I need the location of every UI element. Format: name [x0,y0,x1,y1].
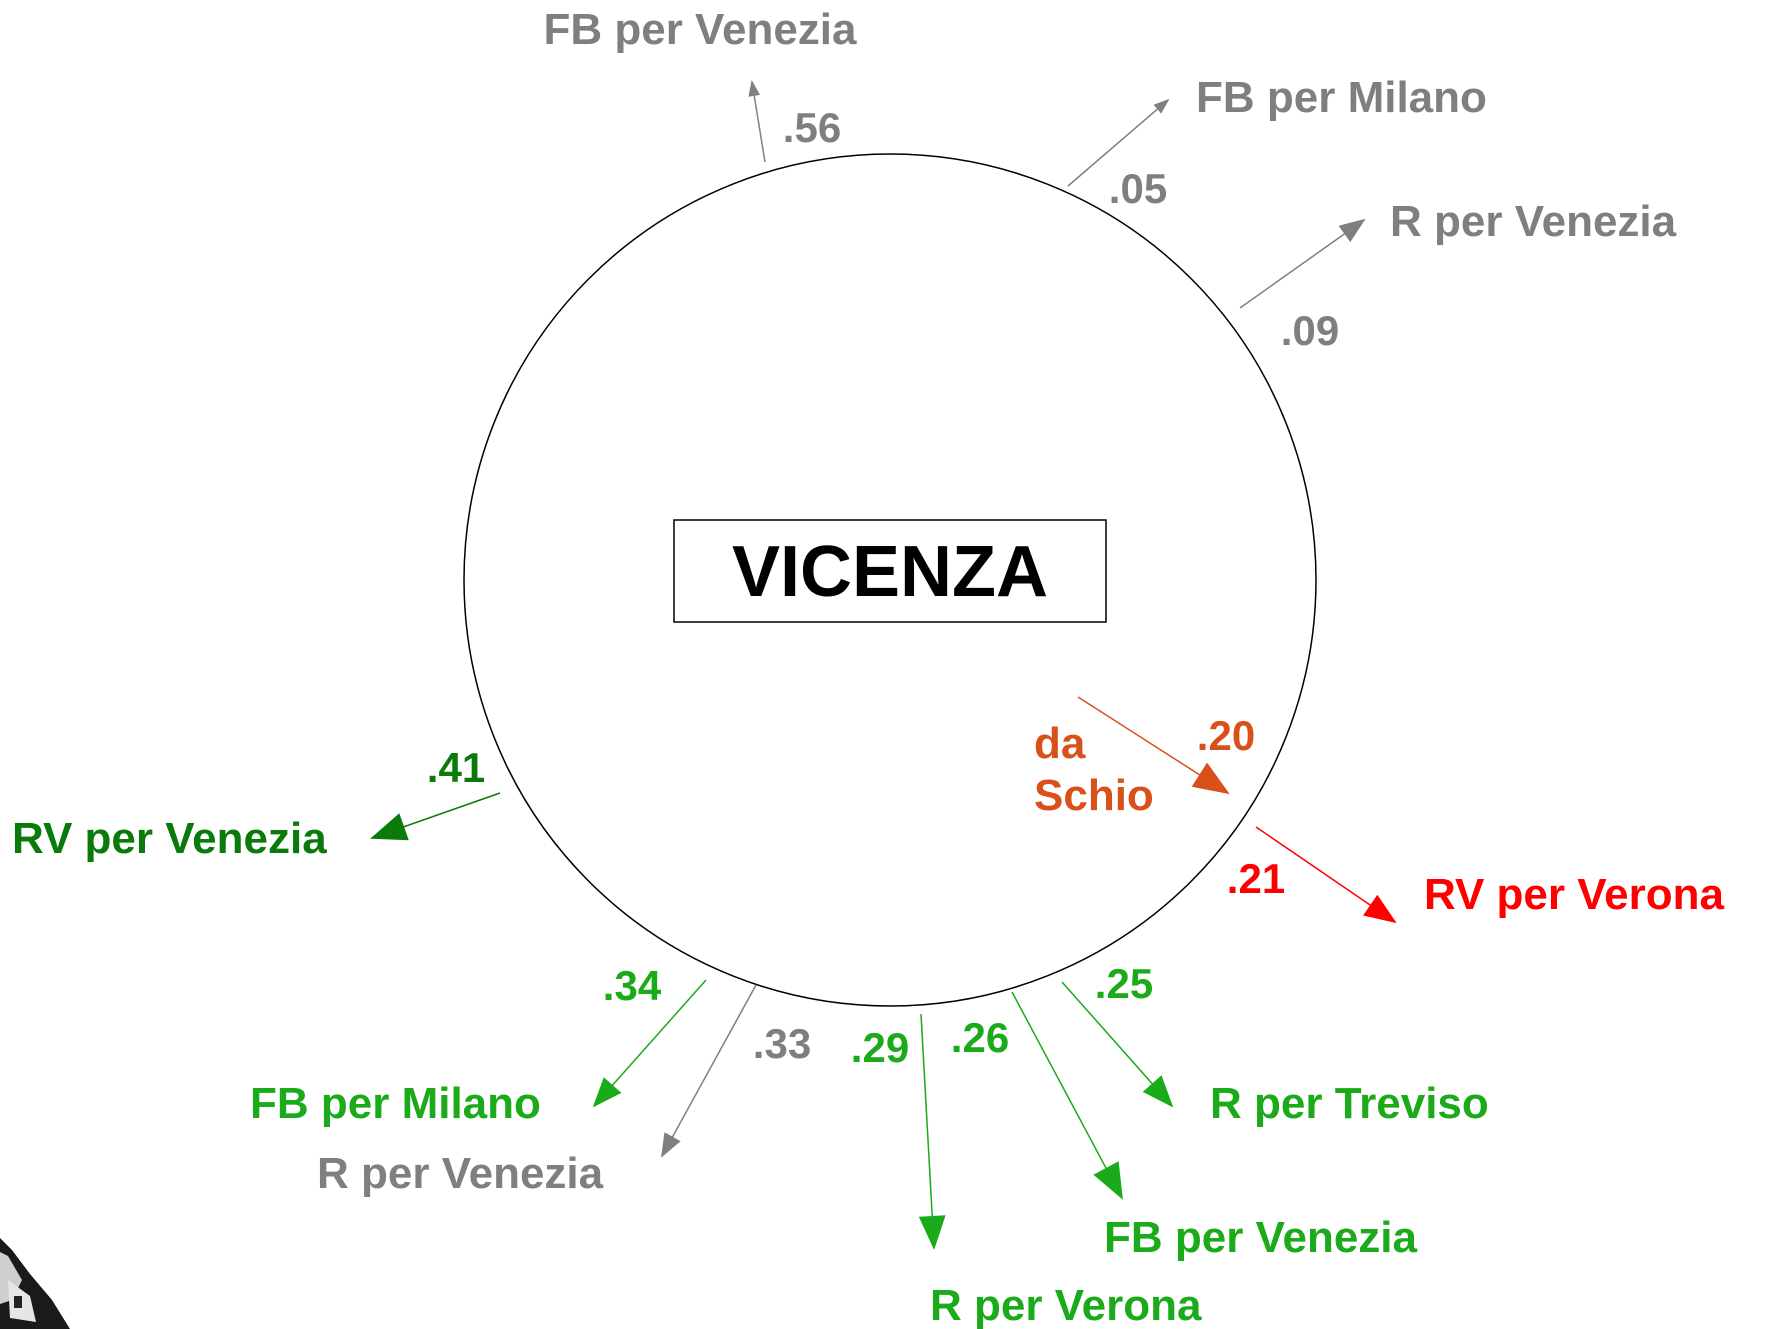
connection-fb-venezia-top: .56 FB per Venezia [543,5,857,163]
connection-fb-milano-top: .05 FB per Milano [1067,73,1487,212]
connection-arrow-line [661,984,757,1157]
connection-arrow-line [1067,99,1169,187]
connection-arrowhead [1363,894,1397,924]
connection-arrowhead [661,1132,681,1158]
connection-fb-venezia-bottom: .26 FB per Venezia [951,991,1418,1262]
connection-destination-label: R per Venezia [1390,197,1677,246]
connection-value: .25 [1095,960,1153,1007]
connection-fb-milano-bottom: .34 FB per Milano [250,962,707,1128]
connection-r-venezia-bottom: .33 R per Venezia [317,984,811,1198]
station-name-box [673,519,1107,623]
connection-value: .20 [1197,712,1255,759]
connection-value: .33 [753,1020,811,1067]
connection-arrowhead [370,813,409,841]
connection-r-treviso: .25 R per Treviso [1061,960,1489,1128]
connection-arrowhead [1093,1161,1123,1200]
connection-destination-label: R per Verona [930,1281,1202,1329]
connection-value: .41 [427,744,485,791]
connection-value: .26 [951,1014,1009,1061]
connection-r-verona: .29 R per Verona [851,1013,1202,1329]
connection-value: .21 [1227,855,1285,902]
connection-rv-verona: .21 RV per Verona [1227,826,1725,924]
connection-arrowhead [918,1215,946,1250]
connection-destination-label: RV per Venezia [12,814,327,863]
photo-fragment [0,1238,70,1329]
connection-arrowhead [1142,1075,1174,1108]
connection-value: .09 [1281,307,1339,354]
connection-value: .34 [603,962,662,1009]
connection-arrow-line [593,979,707,1107]
connection-arrowhead [1153,98,1170,114]
connection-arrow-line [1239,219,1365,309]
connection-destination-label: R per Treviso [1210,1079,1489,1128]
connection-value: .05 [1109,165,1167,212]
connection-destination-label: FB per Venezia [1104,1213,1418,1262]
connection-value: .29 [851,1024,909,1071]
connections-layer: .56 FB per Venezia .05 FB per Milano .09 R pe… [12,5,1725,1329]
connection-r-venezia-top: .09 R per Venezia [1239,197,1677,354]
connection-destination-label: R per Venezia [317,1149,604,1198]
connection-destination-label: FB per Venezia [543,5,857,54]
connection-arrow-line [1011,991,1123,1199]
station-name: VICENZA [732,532,1048,612]
connection-rv-venezia: .41 RV per Venezia [12,744,501,863]
connection-value: .56 [783,104,841,151]
connection-destination-label: RV per Verona [1424,870,1725,919]
connection-destination-label: FB per Milano [1196,73,1487,122]
connection-arrowhead [592,1077,622,1108]
connection-arrow-line [920,1013,935,1249]
connection-arrowhead [1191,762,1230,795]
connection-arrowhead [748,80,760,97]
connection-destination-label: FB per Milano [250,1079,541,1128]
connection-arrowhead [1338,218,1366,243]
